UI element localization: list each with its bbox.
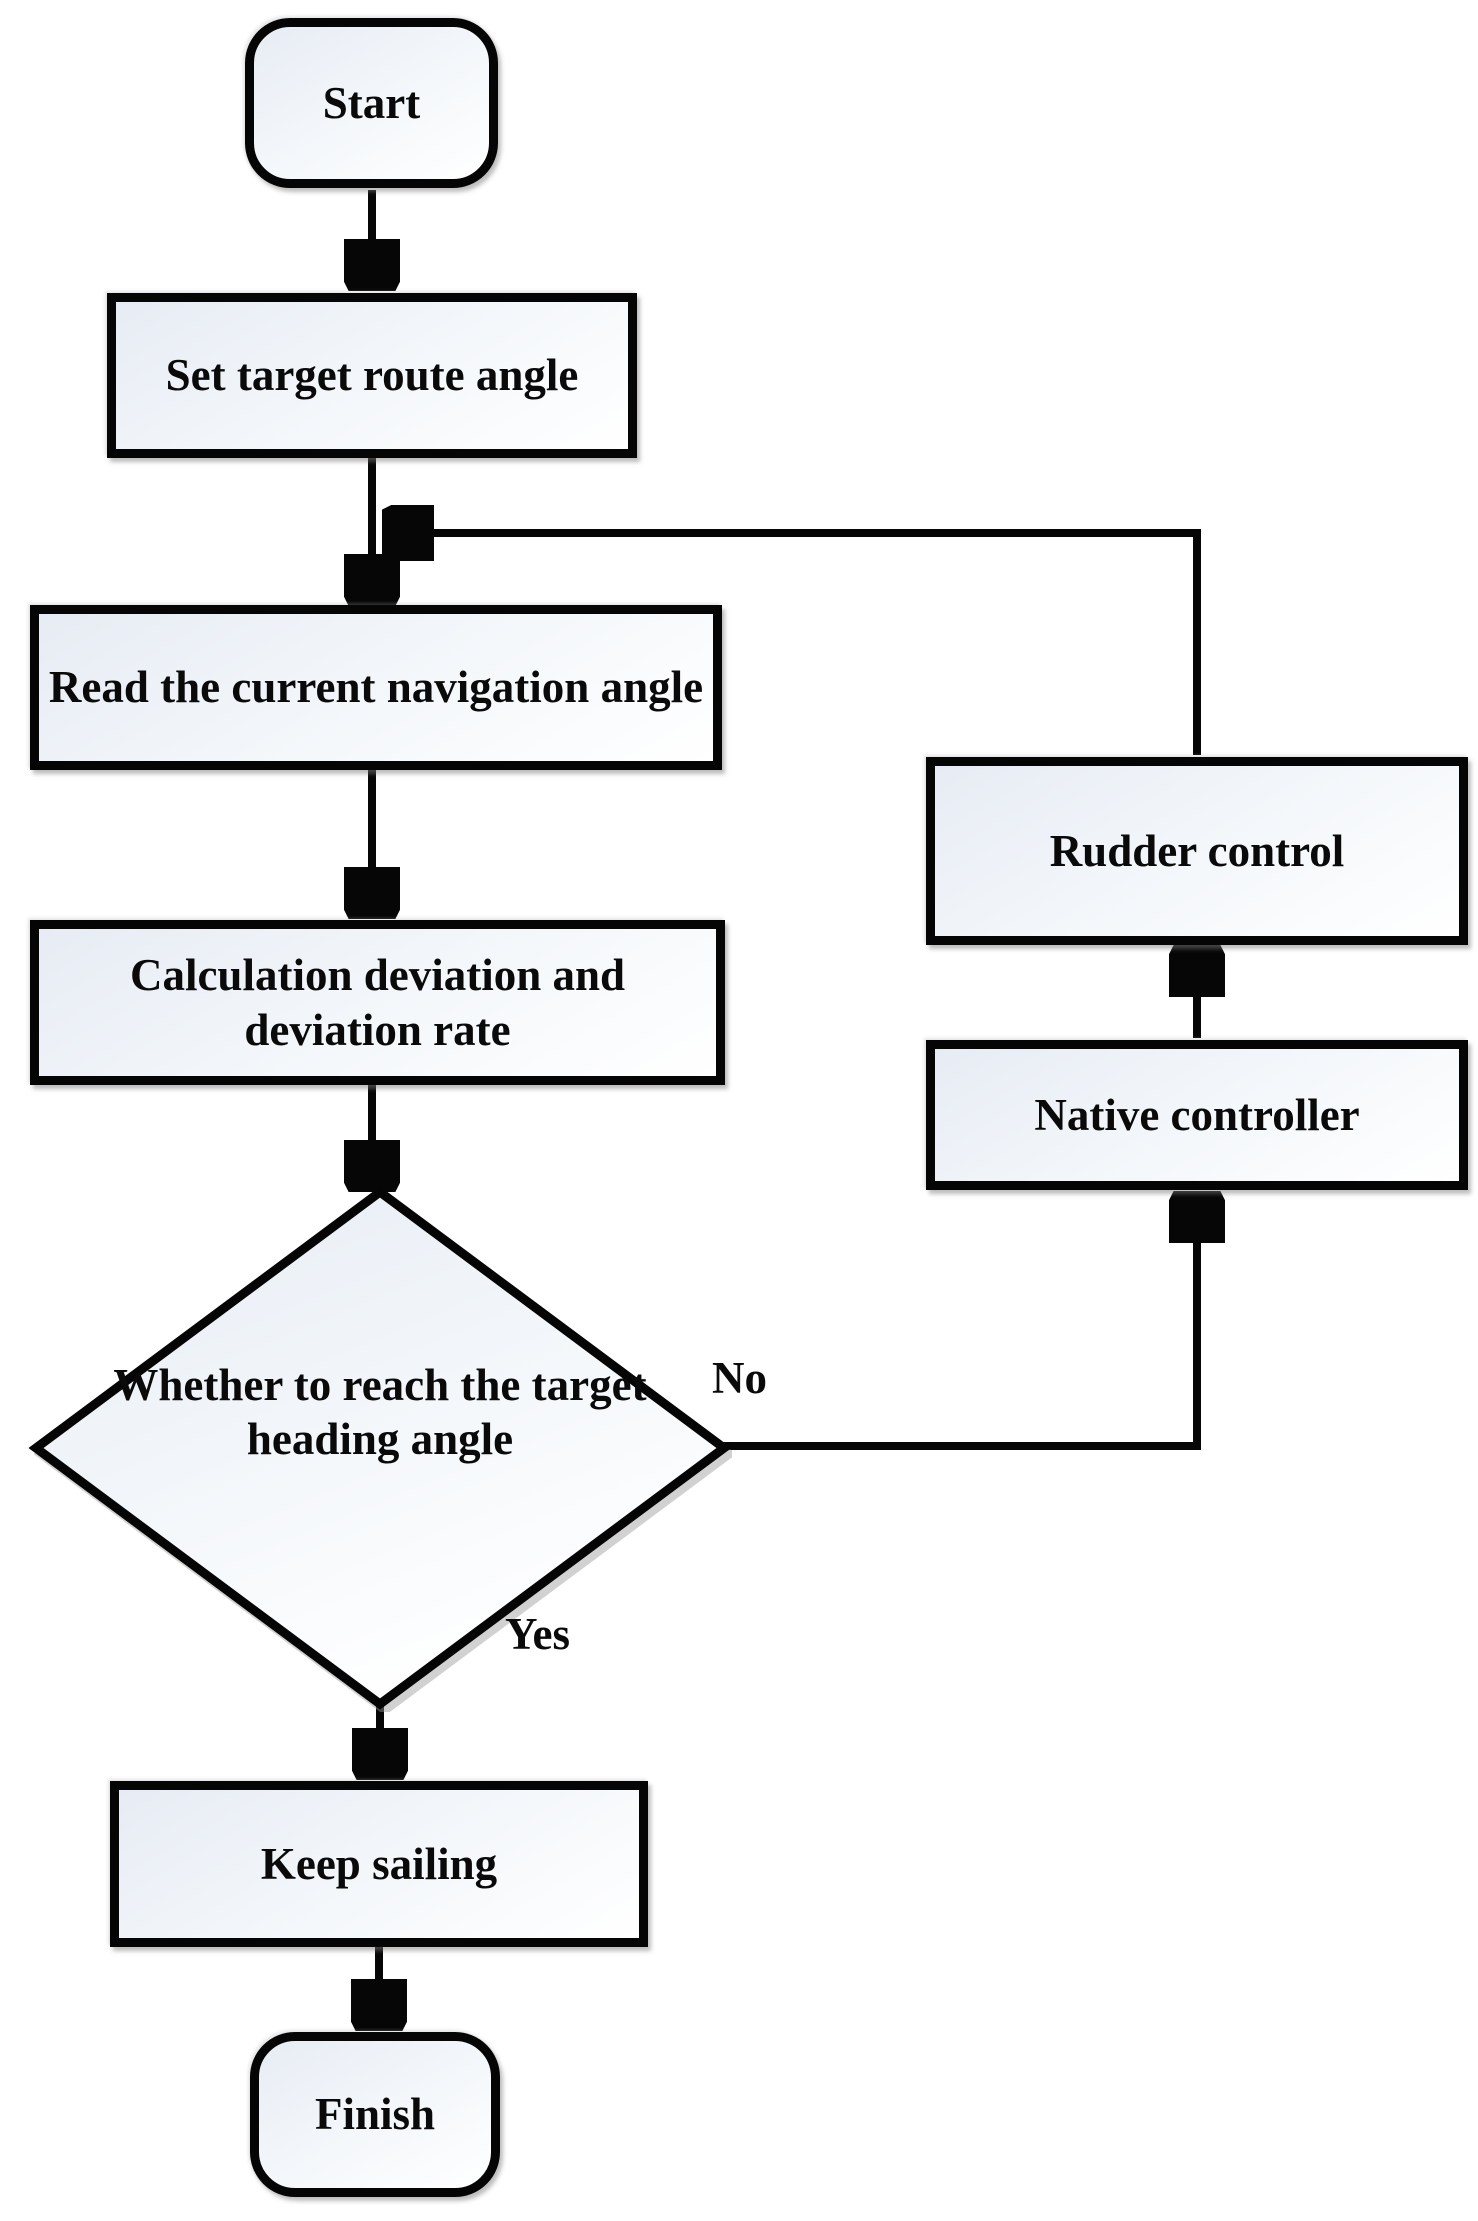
read-navigation-angle-node: Read the current navigation angle xyxy=(30,605,722,770)
keep-sailing-node: Keep sailing xyxy=(110,1781,648,1947)
start-node: Start xyxy=(245,18,498,188)
decision-diamond-shape xyxy=(28,1186,732,1710)
rudder-control-label: Rudder control xyxy=(1049,825,1345,876)
rudder-control-node: Rudder control xyxy=(926,757,1468,945)
yes-label: Yes xyxy=(505,1609,570,1659)
start-node-label: Start xyxy=(322,77,421,128)
no-label: No xyxy=(712,1353,767,1403)
set-target-route-angle-node: Set target route angle xyxy=(107,293,637,458)
keep-sailing-label: Keep sailing xyxy=(260,1838,498,1889)
set-target-route-angle-label: Set target route angle xyxy=(165,350,579,401)
native-controller-label: Native controller xyxy=(1034,1089,1360,1140)
calculation-deviation-label: Calculation deviation and deviation rate xyxy=(129,949,626,1055)
decision-label: Whether to reach the target heading angl… xyxy=(113,1360,647,1464)
finish-node: Finish xyxy=(250,2032,500,2197)
finish-node-label: Finish xyxy=(314,2089,436,2140)
calculation-deviation-node: Calculation deviation and deviation rate xyxy=(30,920,725,1085)
edge-decision-no-to-native-controller xyxy=(718,1197,1197,1450)
edge-rudder-feedback-to-junction xyxy=(388,533,1201,755)
read-navigation-angle-label: Read the current navigation angle xyxy=(48,662,704,713)
native-controller-node: Native controller xyxy=(926,1040,1468,1190)
decision-diamond xyxy=(28,1186,732,1712)
